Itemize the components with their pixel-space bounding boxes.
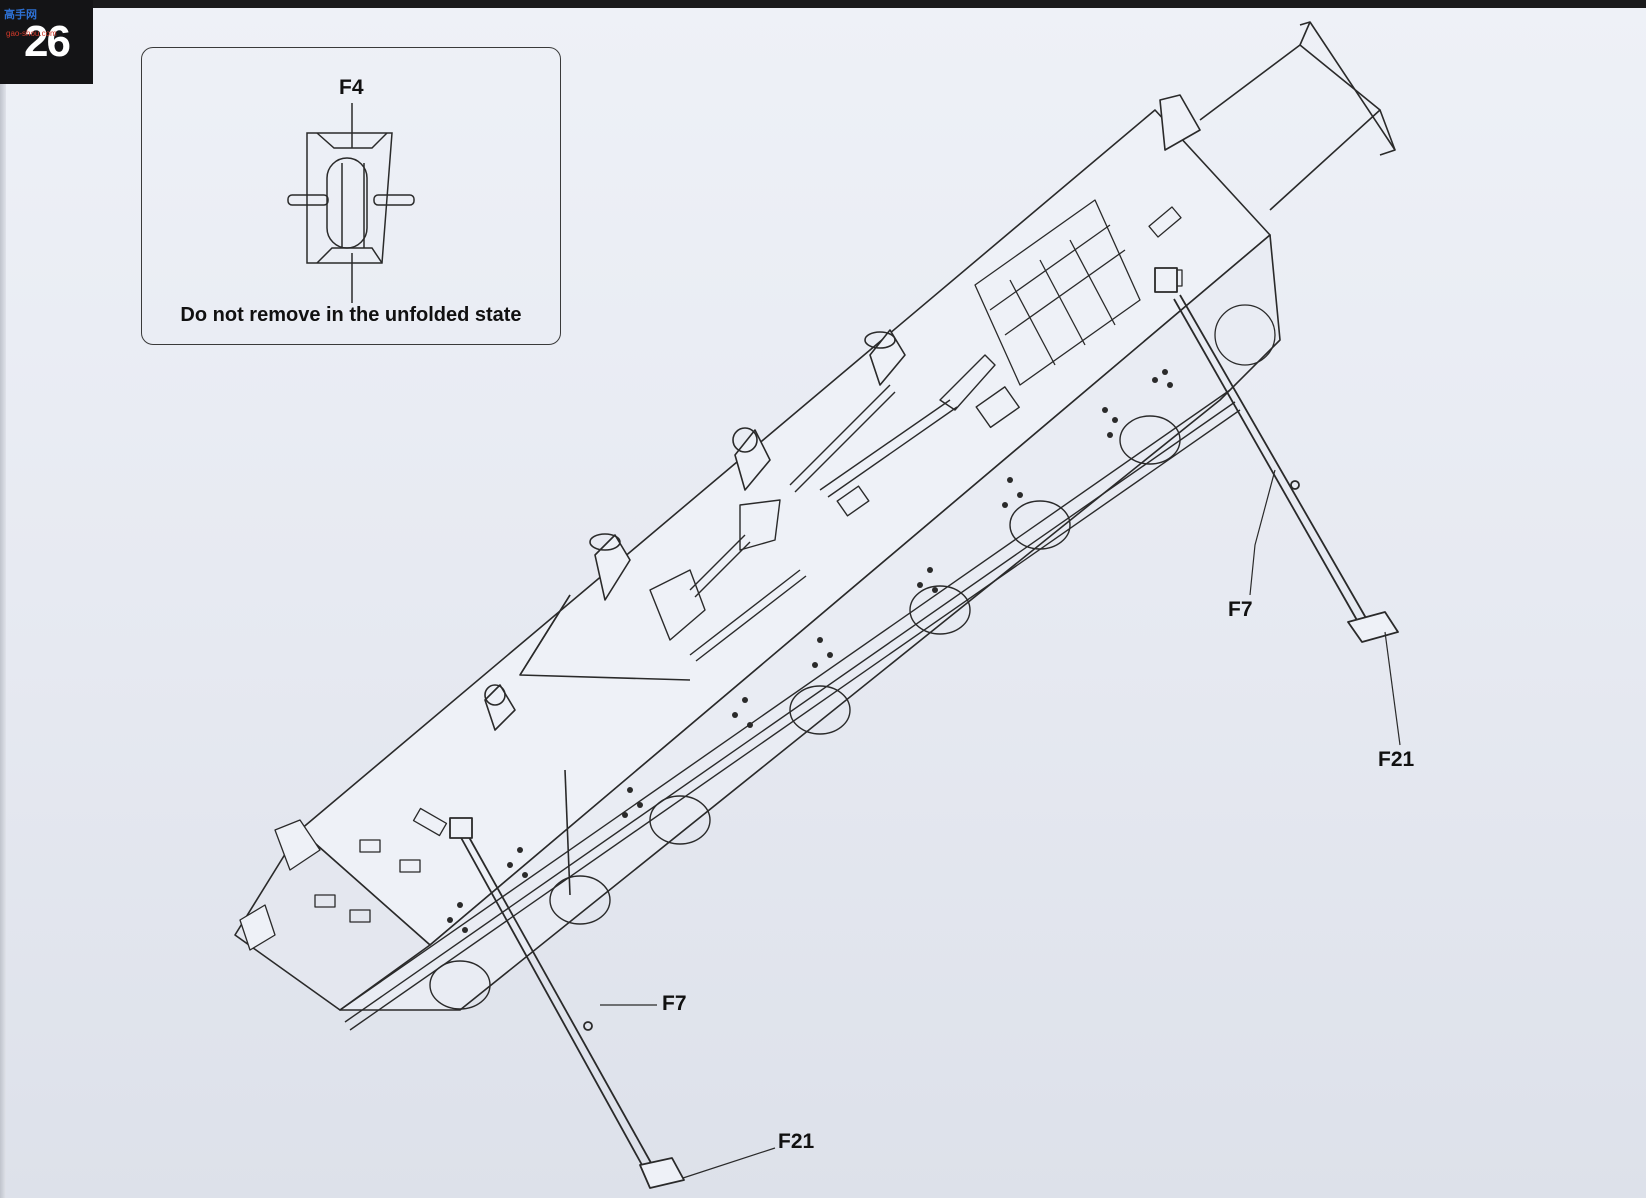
inset-note: Do not remove in the unfolded state [180,304,522,326]
track-run [339,389,1241,1031]
callout-left-f21: F21 [778,1130,815,1153]
callout-right-f21: F21 [1378,748,1415,771]
inset-drawing [287,103,415,303]
bolt-clusters [447,369,1173,933]
callout-right-f7: F7 [1228,598,1253,621]
callout-left-f7: F7 [662,992,687,1015]
lifting-eyes [484,329,906,731]
right-support-rod [1154,267,1399,643]
watermark-url: gao-shou.com [6,29,57,38]
hull-fittings [239,206,1276,951]
page-top-edge [0,0,1646,8]
watermark-logo: 高手网 [4,9,37,21]
inset-detail-box: F4 Do not remove in the unfolded state [141,47,561,345]
leader-lines [600,469,1401,1179]
left-support-rod [449,817,685,1189]
pioneer-tools [649,354,1020,662]
page-left-edge [0,0,6,1198]
rear-frame [1159,21,1396,211]
spare-track-links [974,199,1141,386]
step-number: 26 [0,0,93,84]
inset-part-label: F4 [339,76,364,99]
